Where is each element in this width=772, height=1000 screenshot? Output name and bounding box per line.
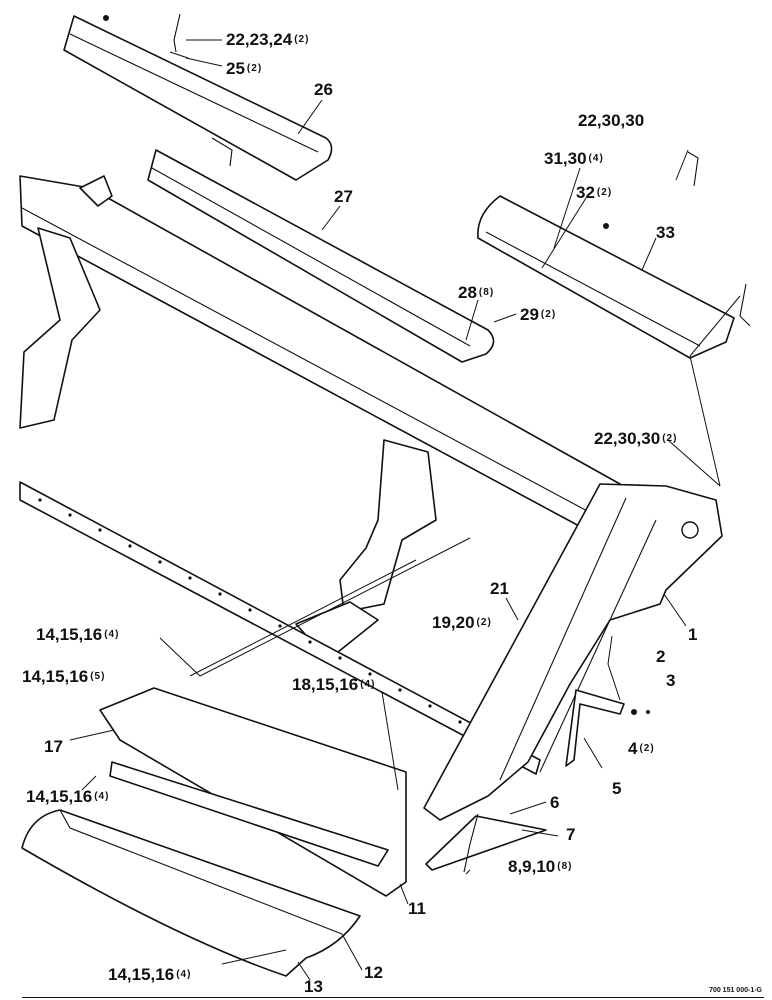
cutter-bar bbox=[19, 481, 541, 775]
callout-6: 6 bbox=[550, 793, 560, 812]
bottom-rule bbox=[22, 997, 764, 998]
top-shield-26 bbox=[63, 15, 333, 181]
callout-26: 26 bbox=[314, 80, 333, 99]
fastener-22-23-24 bbox=[103, 13, 189, 59]
callout-33: 33 bbox=[656, 223, 675, 242]
callout-14-15-16-a: 14,15,16(4) bbox=[36, 625, 120, 644]
callout-5: 5 bbox=[612, 779, 622, 798]
callout-2: 2 bbox=[656, 647, 666, 666]
shield-33 bbox=[477, 195, 735, 359]
leader-lines bbox=[69, 39, 741, 981]
callout-29: 29(2) bbox=[520, 305, 557, 324]
callout-19-20: 19,20(2) bbox=[432, 613, 492, 632]
callout-8-9-10: 8,9,10(8) bbox=[508, 857, 573, 876]
callout-21: 21 bbox=[490, 579, 509, 598]
callout-14-15-16-b: 14,15,16(5) bbox=[22, 667, 106, 686]
callout-27: 27 bbox=[334, 187, 353, 206]
shield-27 bbox=[147, 149, 495, 363]
figure-id: 700 151 000-1-G bbox=[709, 987, 762, 994]
callout-22-30-30: 22,30,30 bbox=[578, 111, 645, 130]
strip-13 bbox=[109, 761, 389, 867]
callout-11: 11 bbox=[408, 899, 426, 918]
callout-32: 32(2) bbox=[576, 183, 613, 202]
parts-2-5 bbox=[565, 689, 650, 767]
callout-22-30-30-2: 22,30,30(2) bbox=[594, 429, 678, 448]
callout-18-15-16: 18,15,16(4) bbox=[292, 675, 376, 694]
callout-22-23-24: 22,23,24(2) bbox=[226, 30, 310, 49]
callout-1: 1 bbox=[688, 625, 698, 644]
fastener-22-30-30 bbox=[687, 151, 751, 327]
callout-13: 13 bbox=[304, 977, 323, 996]
callout-4: 4(2) bbox=[628, 739, 655, 758]
curved-shield-12 bbox=[21, 809, 361, 977]
skid-shoe-7 bbox=[425, 813, 547, 873]
callout-28: 28(8) bbox=[458, 283, 495, 302]
callout-12: 12 bbox=[364, 963, 383, 982]
callout-17: 17 bbox=[44, 737, 63, 756]
callout-3: 3 bbox=[666, 671, 676, 690]
callout-25: 25(2) bbox=[226, 59, 263, 78]
callout-14-15-16-c: 14,15,16(4) bbox=[26, 787, 110, 806]
end-housing-1 bbox=[423, 483, 723, 821]
callout-14-15-16-d: 14,15,16(4) bbox=[108, 965, 192, 984]
callout-31-30: 31,30(4) bbox=[544, 149, 604, 168]
callout-7: 7 bbox=[566, 825, 576, 844]
